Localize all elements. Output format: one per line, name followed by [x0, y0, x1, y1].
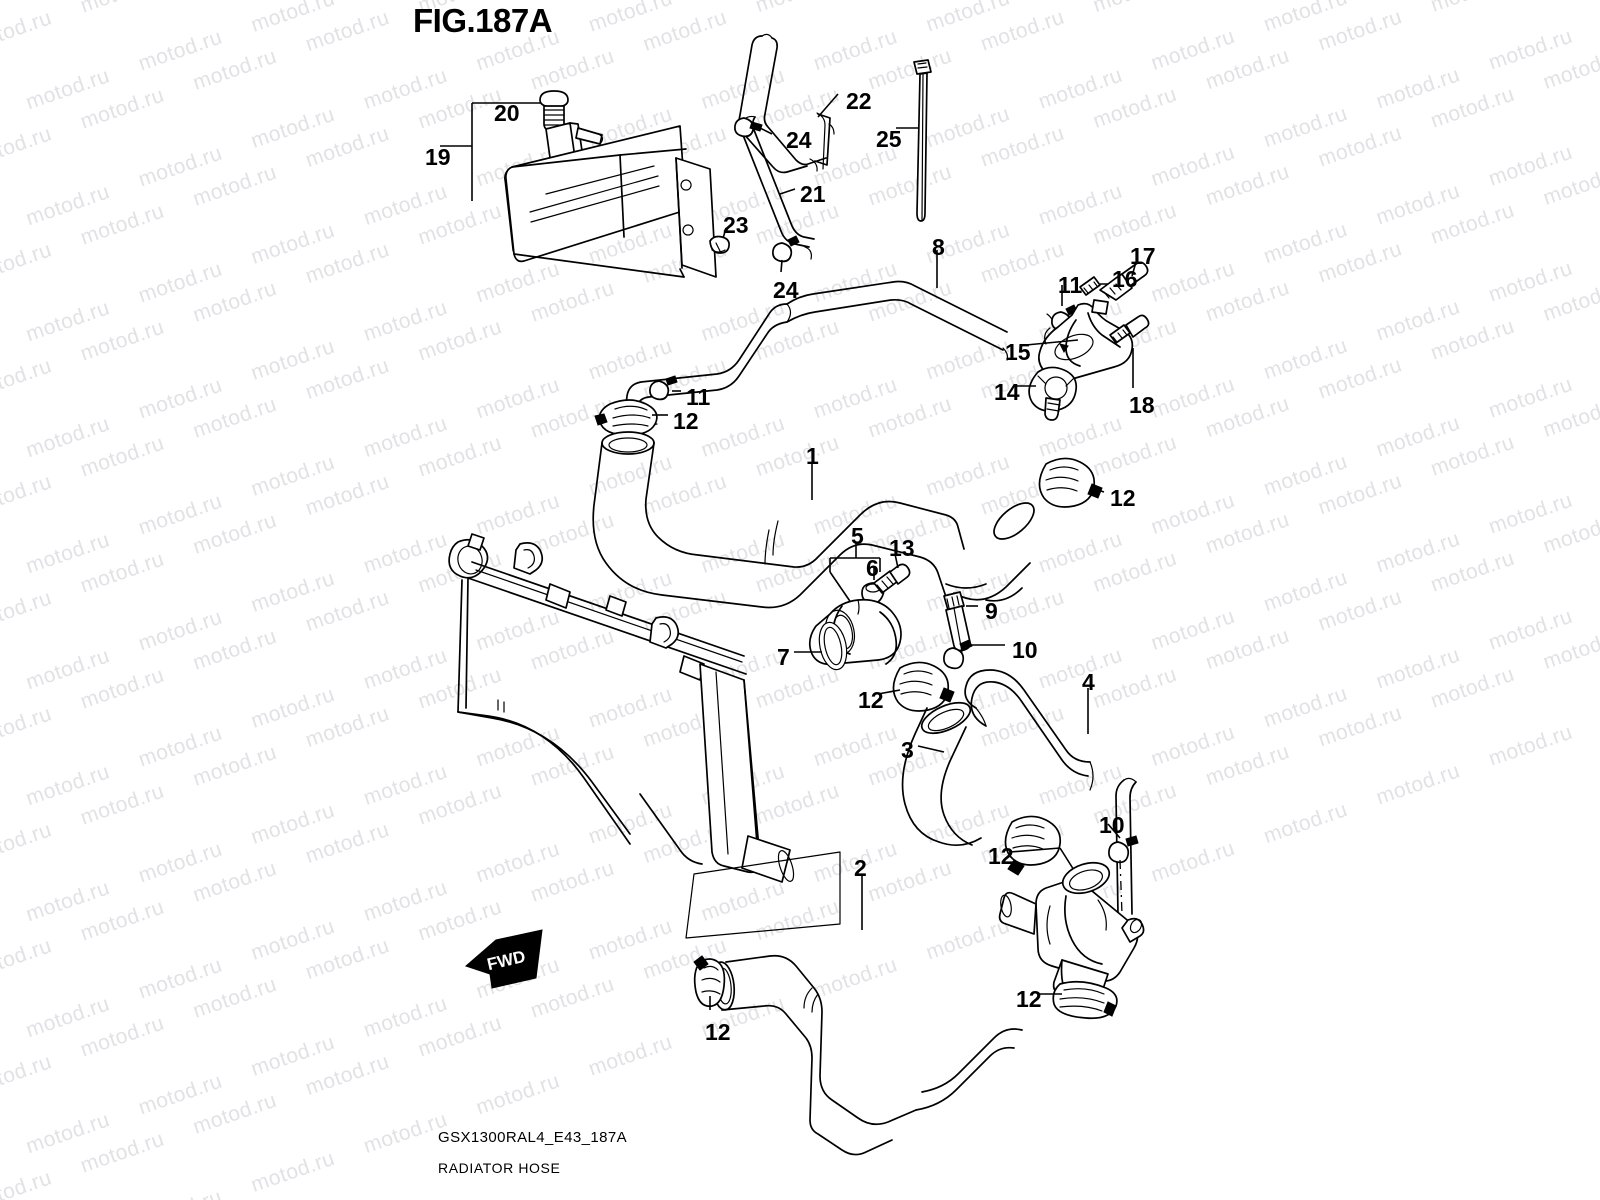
callout-hose-clip-24: 24 [786, 127, 812, 153]
callout-breather-hose-22: 22 [846, 88, 872, 114]
bolt-16 [1079, 276, 1101, 296]
callout-grommet-6: 6 [866, 555, 879, 581]
callout-reservoir-tank-assy-19: 19 [425, 144, 451, 170]
callout-leader-22 [817, 93, 839, 118]
callout-hose-clamp-12e: 12 [1016, 986, 1042, 1012]
callout-leader-15 [1025, 339, 1079, 346]
reservoir-tank [504, 122, 717, 278]
callout-overflow-hose-21: 21 [800, 181, 826, 207]
callout-hose-clamp-12b: 12 [1110, 485, 1136, 511]
callout-radiator-outlet-hose-2: 2 [854, 855, 867, 881]
o-ring-7 [818, 621, 848, 671]
callout-leader-24-bottom [780, 259, 783, 273]
callout-leader-3 [917, 745, 945, 753]
callout-reservoir-cap-20: 20 [494, 100, 520, 126]
callout-thermostat-cap-15: 15 [1005, 339, 1031, 365]
callout-leader-10-lower [1107, 823, 1123, 915]
callout-hose-clip-small-11b: 11 [1058, 272, 1083, 298]
footer-figure-name: RADIATOR HOSE [438, 1160, 561, 1176]
callout-leader-13 [894, 553, 899, 569]
callout-bolt-13: 13 [889, 535, 915, 561]
callout-hose-clip-10: 10 [1012, 637, 1038, 663]
callout-hose-clamp-12c: 12 [858, 687, 884, 713]
screw-23 [709, 235, 730, 254]
bolt-13 [873, 563, 911, 594]
footer-part-code: GSX1300RAL4_E43_187A [438, 1129, 627, 1146]
callout-hose-clamp-12f: 12 [705, 1019, 731, 1045]
callout-bypass-hose-4: 4 [1082, 669, 1095, 695]
hose-clamp-12-thermostat [1038, 457, 1103, 508]
callout-hose-clamp-12d: 12 [988, 843, 1014, 869]
hose-clamp-12-pump-lower [1052, 980, 1118, 1020]
callout-hose-clip-24b: 24 [773, 277, 799, 303]
callout-hose-clip-small-11: 11 [686, 384, 711, 410]
callout-o-ring-seal-7: 7 [777, 644, 790, 670]
callout-cable-tie-25: 25 [876, 126, 902, 152]
hose2-background-plate [685, 851, 841, 939]
hose-clamp-12-hose2 [693, 955, 726, 1008]
callout-leader-19 [440, 102, 516, 201]
thermostat-14 [1028, 366, 1078, 421]
hose-clamp-12-pump-upper [1004, 815, 1062, 876]
callout-leader-21 [779, 188, 796, 195]
callout-screw-23: 23 [723, 212, 749, 238]
callout-bolt-short-16: 16 [1112, 266, 1138, 292]
callout-leader-5 [829, 542, 881, 572]
fwd-arrow-marker [465, 929, 543, 989]
callout-bolt-long-17: 17 [1130, 243, 1156, 269]
bolt-17 [1099, 261, 1149, 301]
bypass-hose-4 [964, 669, 1094, 791]
water-pump-hose-3 [901, 701, 982, 847]
radiator [448, 533, 795, 883]
hose-clip-10-lower [1108, 835, 1139, 864]
short-hose-lower [1115, 777, 1137, 915]
callout-radiator-inlet-hose-1: 1 [806, 443, 819, 469]
callout-leader-12-thermostat [1097, 489, 1105, 493]
callout-water-hose-upper-8: 8 [932, 234, 945, 260]
callout-hose-clamp-12: 12 [673, 408, 699, 434]
figure-title: FIG.187A [413, 2, 553, 39]
callout-bolt-18: 18 [1129, 392, 1155, 418]
radiator-hose-1 [592, 431, 1035, 609]
bolt-18 [1109, 314, 1150, 388]
callout-leader-12-hose3 [877, 689, 901, 695]
hose-clip-10-upper [943, 639, 973, 670]
callout-water-pump-hose-3: 3 [901, 737, 914, 763]
hose-clip-24-top [734, 117, 763, 138]
hose-clip-24-bottom [772, 235, 800, 263]
hose-clamp-12-hose3 [892, 661, 955, 712]
callout-leader-24-top [759, 127, 773, 135]
callout-leader-17 [1131, 261, 1137, 277]
water-hose-8 [622, 280, 1054, 444]
hose-clip-11-left [649, 375, 678, 401]
hose-clamp-12-left [594, 399, 658, 436]
radiator-outlet-hose-2 [710, 954, 1023, 1156]
callout-union-joint-9: 9 [985, 598, 998, 624]
callout-thermostat-case-assy-5: 5 [851, 523, 864, 549]
callout-hose-clip-10b: 10 [1099, 812, 1125, 838]
cable-tie-25 [913, 59, 932, 222]
callout-thermostat-14: 14 [994, 379, 1020, 405]
